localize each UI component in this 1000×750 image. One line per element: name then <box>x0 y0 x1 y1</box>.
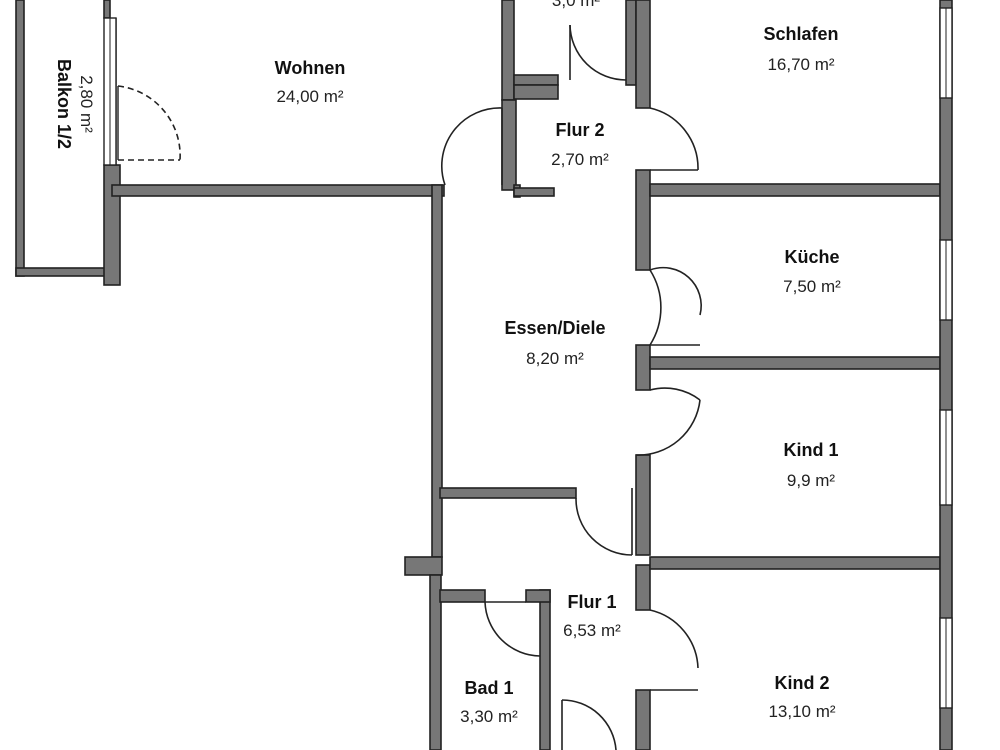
room-labels: 3,0 m² Wohnen 24,00 m² Balkon 1/2 2,80 m… <box>54 0 841 726</box>
windows <box>103 7 953 709</box>
essen-diele-area: 8,20 m² <box>526 349 584 368</box>
walls <box>15 0 953 750</box>
schlafen-area: 16,70 m² <box>767 55 834 74</box>
kind1-label: Kind 1 <box>783 440 838 460</box>
flur2-label: Flur 2 <box>555 120 604 140</box>
essen-diele-label: Essen/Diele <box>504 318 605 338</box>
kueche-area: 7,50 m² <box>783 277 841 296</box>
kueche-label: Küche <box>784 247 839 267</box>
flur1-area: 6,53 m² <box>563 621 621 640</box>
doors <box>117 24 702 750</box>
kind2-area: 13,10 m² <box>768 702 835 721</box>
wohnen-area: 24,00 m² <box>276 87 343 106</box>
balkon-area: 2,80 m² <box>77 75 96 133</box>
balkon-label: Balkon 1/2 <box>54 59 74 149</box>
kind2-label: Kind 2 <box>774 673 829 693</box>
schlafen-label: Schlafen <box>763 24 838 44</box>
bad1-area: 3,30 m² <box>460 707 518 726</box>
bad1-label: Bad 1 <box>464 678 513 698</box>
wohnen-label: Wohnen <box>275 58 346 78</box>
top-small-area: 3,0 m² <box>552 0 601 10</box>
kind1-area: 9,9 m² <box>787 471 836 490</box>
flur1-label: Flur 1 <box>567 592 616 612</box>
flur2-area: 2,70 m² <box>551 150 609 169</box>
